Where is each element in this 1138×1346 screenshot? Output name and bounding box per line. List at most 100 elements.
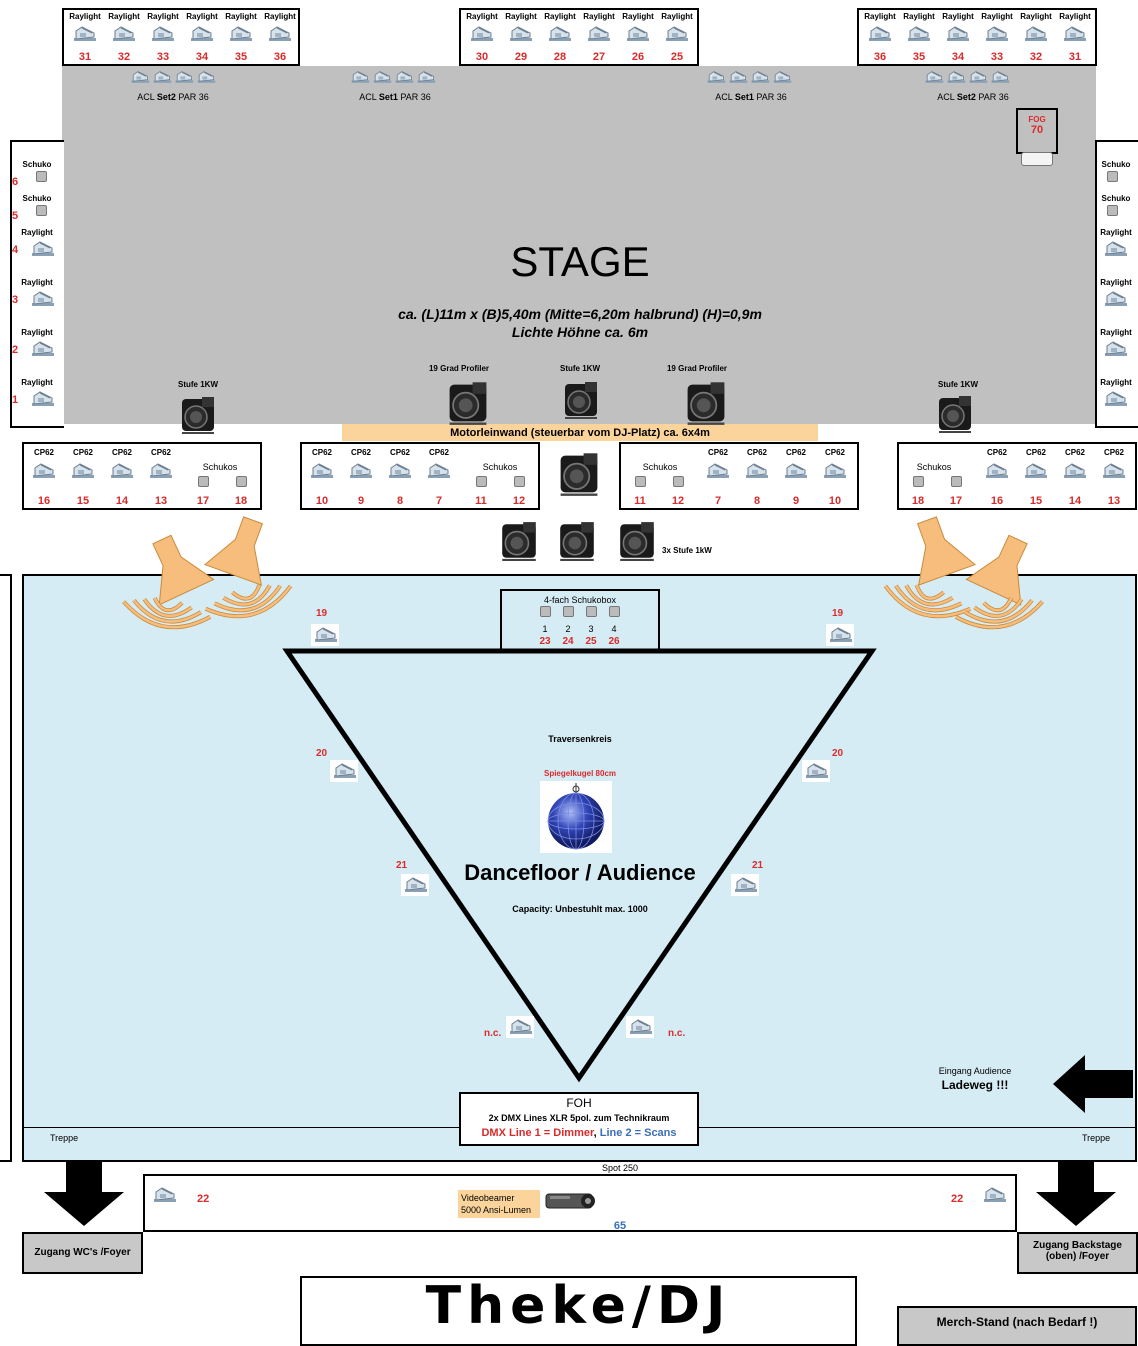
- left-side-bar: [0, 574, 12, 1162]
- raylight-number: 34: [951, 51, 965, 63]
- speaker-icon: [965, 534, 1028, 606]
- side-right-label: Raylight: [1100, 378, 1132, 387]
- raylight-label: Raylight: [622, 12, 654, 21]
- par36-icon: [351, 71, 370, 84]
- stufe-spot-icon: [619, 521, 655, 561]
- schukobox: 4-fach Schukobox: [500, 589, 660, 651]
- cp62-icon: [427, 463, 451, 479]
- sound-waves-icon: [122, 596, 212, 630]
- stufe-label: Stufe 1KW: [938, 380, 978, 389]
- acl-label-2: ACL Set1 PAR 36: [359, 92, 431, 102]
- raylight-label: Raylight: [108, 12, 140, 21]
- par36-icon: [925, 71, 944, 84]
- raylight-number: 35: [234, 51, 248, 63]
- side-right-label: Schuko: [1101, 194, 1131, 203]
- schukos-label: Schukos: [202, 462, 238, 472]
- cp62-number: 13: [1107, 495, 1121, 507]
- raylight-icon: [31, 241, 55, 257]
- par36-icon: [773, 71, 792, 84]
- cp62-icon: [71, 463, 95, 479]
- raylight-icon: [229, 26, 253, 42]
- raylight-icon: [907, 26, 931, 42]
- raylight-icon: [946, 26, 970, 42]
- raylight-box-top-center: [459, 8, 699, 66]
- schuko-socket-icon: [236, 476, 247, 487]
- raylight-icon: [31, 391, 55, 407]
- raylight-number: 33: [990, 51, 1004, 63]
- stufe-spot-icon: [181, 396, 215, 434]
- fog-label: FOG: [1028, 115, 1046, 124]
- raylight-icon: [31, 341, 55, 357]
- par36-icon: [969, 71, 988, 84]
- stage-area: [62, 66, 1096, 424]
- beamer-icon: [545, 1193, 595, 1209]
- raylight-number: 34: [195, 51, 209, 63]
- cp62-icon: [388, 463, 412, 479]
- schukobox-number: 23: [539, 636, 551, 647]
- stage-extension-left: [10, 140, 64, 428]
- stage-title: STAGE: [510, 238, 650, 285]
- dancefloor-area: [22, 574, 1137, 1162]
- raylight-icon: [509, 1019, 533, 1035]
- fog-base-icon: [1021, 152, 1053, 166]
- raylight-icon: [153, 1187, 177, 1203]
- entrance-sub: Ladeweg !!!: [941, 1078, 1009, 1092]
- raylight-label: Raylight: [661, 12, 693, 21]
- raylight-label: Raylight: [903, 12, 935, 21]
- cp62-icon: [1063, 463, 1087, 479]
- schuko-socket-icon: [951, 476, 962, 487]
- acl-label-1: ACL Set2 PAR 36: [137, 92, 209, 102]
- cp62-number: 7: [435, 495, 443, 507]
- entrance-label: Eingang Audience: [938, 1066, 1012, 1076]
- cp62-icon: [310, 463, 334, 479]
- raylight-number: 36: [273, 51, 287, 63]
- raylight-number: 29: [514, 51, 528, 63]
- cp62-label: CP62: [1064, 448, 1085, 457]
- raylight-box-top-right: [857, 8, 1097, 66]
- cp62-label: CP62: [150, 448, 171, 457]
- raylight-icon: [665, 26, 689, 42]
- cp62-icon: [1102, 463, 1126, 479]
- cp62-icon: [706, 463, 730, 479]
- acl-label-3: ACL Set1 PAR 36: [715, 92, 787, 102]
- cp62-label: CP62: [72, 448, 93, 457]
- raylight-label: Raylight: [1059, 12, 1091, 21]
- raylight-icon: [1024, 26, 1048, 42]
- schukobox-number: 25: [585, 636, 597, 647]
- floor-lamp-number: 21: [396, 860, 408, 871]
- raylight-label: Raylight: [981, 12, 1013, 21]
- par36-icon: [373, 71, 392, 84]
- raylight-icon: [470, 26, 494, 42]
- raylight-label: Raylight: [1020, 12, 1052, 21]
- schuko-socket-icon: [673, 476, 684, 487]
- stufe-label: Stufe 1KW: [560, 364, 600, 373]
- speaker-icon: [916, 516, 977, 586]
- par36-icon: [197, 71, 216, 84]
- mirrorball-label: Spiegelkugel 80cm: [543, 769, 617, 778]
- raylight-box-top-left: [62, 8, 300, 66]
- cp62-icon: [349, 463, 373, 479]
- side-left-label: Raylight: [21, 378, 53, 387]
- raylight-label: Raylight: [69, 12, 101, 21]
- schukobox-port: 2: [565, 624, 571, 634]
- cp62-icon: [985, 463, 1009, 479]
- floor-lamp-number: 19: [316, 608, 328, 619]
- cp62-label: CP62: [785, 448, 806, 457]
- raylight-icon: [404, 877, 428, 893]
- schuko-socket-icon: [540, 606, 551, 617]
- raylight-label: Raylight: [147, 12, 179, 21]
- raylight-label: Raylight: [225, 12, 257, 21]
- raylight-number: 32: [1029, 51, 1043, 63]
- cp62-number: 15: [1029, 495, 1043, 507]
- par36-icon: [707, 71, 726, 84]
- treppe-left: Treppe: [50, 1133, 79, 1143]
- cp62-label: CP62: [824, 448, 845, 457]
- cp62-label: CP62: [311, 448, 332, 457]
- par36-icon: [991, 71, 1010, 84]
- merch-stand: Merch-Stand (nach Bedarf !): [897, 1306, 1137, 1346]
- cp62-label: CP62: [428, 448, 449, 457]
- profiler-label: 19 Grad Profiler: [666, 364, 728, 373]
- stage-dimensions: ca. (L)11m x (B)5,40m (Mitte=6,20m halbr…: [398, 306, 762, 322]
- side-right-label: Raylight: [1100, 278, 1132, 287]
